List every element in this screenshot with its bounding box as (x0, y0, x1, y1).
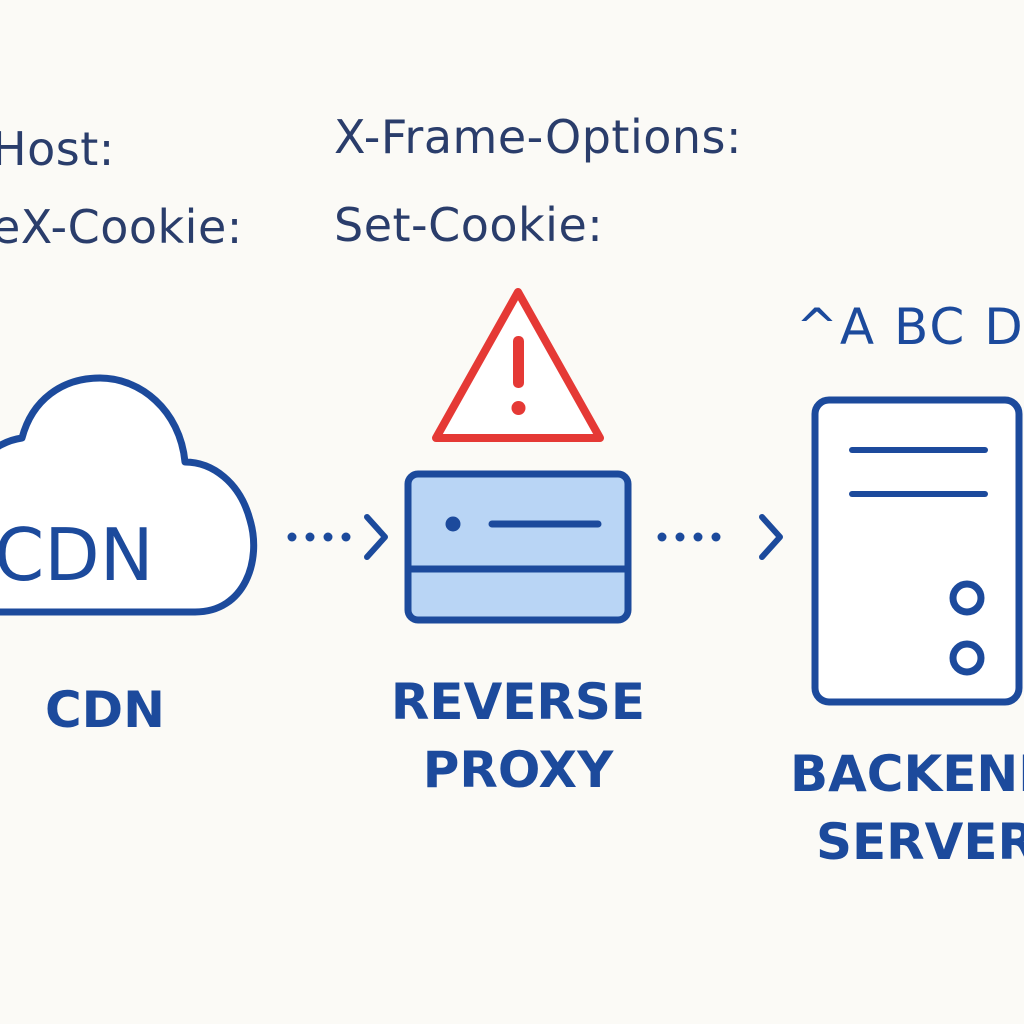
header-x-cookie: eX-Cookie: (0, 200, 243, 254)
cdn-label-text: CDN (44, 681, 166, 739)
header-set-cookie: Set-Cookie: (334, 198, 604, 252)
cloud-icon: CDN (0, 374, 258, 616)
arrow-cdn-to-proxy (287, 514, 388, 560)
cdn-label: CDN (30, 676, 180, 744)
proxy-label-line1: REVERSE (390, 673, 646, 731)
backend-label-line1: BACKEND (790, 745, 1024, 803)
proxy-label: REVERSE PROXY (368, 668, 668, 804)
warning-triangle-icon (432, 288, 604, 442)
cloud-text: CDN (0, 513, 154, 597)
proxy-label-line2: PROXY (422, 741, 614, 799)
backend-server-icon (811, 396, 1023, 706)
header-x-frame-options: X-Frame-Options: (334, 110, 743, 164)
backend-top-text: ^A BC D (796, 298, 1024, 356)
arrow-proxy-to-backend (657, 514, 783, 560)
backend-label-line2: SERVERS (816, 813, 1024, 871)
backend-label: BACKEND SERVERS (790, 740, 1024, 876)
proxy-server-icon (404, 470, 632, 624)
header-host: Host: (0, 122, 115, 176)
